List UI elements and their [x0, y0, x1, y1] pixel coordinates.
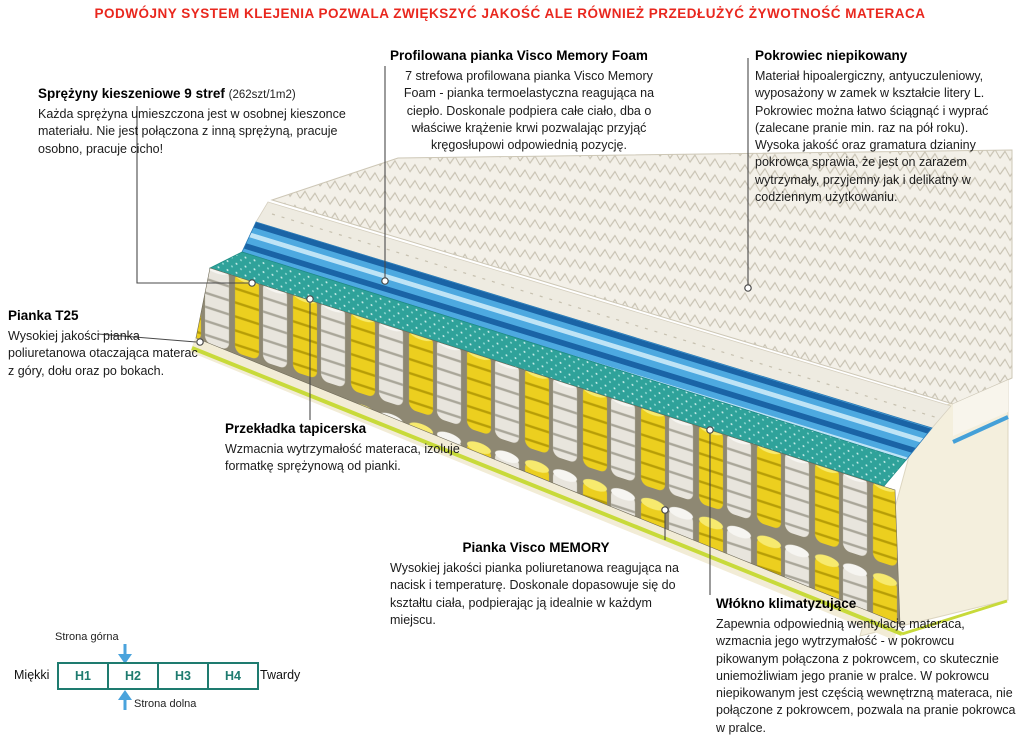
- hardness-level-h4: H4: [207, 662, 259, 690]
- leader-lines: [97, 58, 749, 595]
- hardness-bottom-label: Strona dolna: [134, 698, 197, 710]
- annotation-wlokno-body: Zapewnia odpowiednią wentylację materaca…: [716, 617, 1016, 735]
- annotation-springs-title: Sprężyny kieszeniowe 9 stref (262szt/1m2…: [38, 86, 350, 101]
- layer-base-foam: [190, 336, 900, 640]
- dot-pokrowiec: [744, 284, 752, 292]
- annotation-wlokno-title: Włókno klimatyzujące: [716, 596, 857, 611]
- annotation-profilowana-title: Profilowana pianka Visco Memory Foam: [390, 48, 648, 63]
- annotation-pokrowiec: Pokrowiec niepikowany Materiał hipoalerg…: [755, 48, 1011, 206]
- annotation-profilowana-body: 7 strefowa profilowana pianka Visco Memo…: [403, 69, 655, 152]
- cover-stitch-line: [271, 213, 939, 419]
- dot-visco: [661, 506, 669, 514]
- dot-t25: [196, 338, 204, 346]
- annotation-przekladka: Przekładka tapicerska Wzmacnia wytrzymał…: [225, 421, 473, 476]
- layer-mesh: [208, 251, 907, 487]
- leader-springs: [136, 106, 248, 284]
- hardness-level-h3: H3: [157, 662, 209, 690]
- hardness-level-h2: H2: [107, 662, 159, 690]
- dot-wlokno: [706, 426, 714, 434]
- page-title: PODWÓJNY SYSTEM KLEJENIA POZWALA ZWIĘKSZ…: [94, 6, 926, 21]
- layer-springs: [195, 267, 901, 625]
- leader-t25: [97, 333, 197, 343]
- hard-label: Twardy: [260, 668, 301, 682]
- end-face-top-band: [953, 380, 1008, 436]
- annotation-pokrowiec-title: Pokrowiec niepikowany: [755, 48, 908, 63]
- hardness-level-h1: H1: [57, 662, 109, 690]
- leader-dots: [196, 277, 752, 514]
- annotation-visco-body: Wysokiej jakości pianka poliuretanowa re…: [390, 561, 679, 627]
- arrow-down-icon: [118, 644, 132, 664]
- hardness-top-label: Strona górna: [55, 631, 119, 643]
- annotation-profilowana: Profilowana pianka Visco Memory Foam 7 s…: [390, 48, 668, 154]
- annotation-przekladka-body: Wzmacnia wytrzymałość materaca, izoluje …: [225, 442, 460, 474]
- springs-title-text: Sprężyny kieszeniowe 9 stref: [38, 86, 225, 101]
- arrow-up-icon: [118, 690, 132, 710]
- end-green-edge: [901, 599, 1008, 636]
- end-face-blue-line: [952, 415, 1009, 444]
- annotation-t25-title: Pianka T25: [8, 308, 79, 323]
- hardness-scale: Strona górna Miękki H1 H2 H3 H4 Twardy S…: [8, 628, 320, 740]
- annotation-pokrowiec-body: Materiał hipoalergiczny, antyuczuleniowy…: [755, 69, 989, 204]
- dot-przekladka: [306, 295, 314, 303]
- dot-springs: [248, 279, 256, 287]
- soft-label: Miękki: [14, 668, 50, 682]
- layer-cover-top: [270, 149, 1013, 405]
- annotation-wlokno: Włókno klimatyzujące Zapewnia odpowiedni…: [716, 596, 1016, 737]
- springs-subtitle-text: (262szt/1m2): [228, 89, 296, 101]
- dot-profilowana: [381, 277, 389, 285]
- annotation-visco-memory: Pianka Visco MEMORY Wysokiej jakości pia…: [390, 540, 682, 629]
- annotation-springs: Sprężyny kieszeniowe 9 stref (262szt/1m2…: [38, 86, 350, 158]
- annotation-springs-body: Każda sprężyna umieszczona jest w osobne…: [38, 107, 346, 156]
- annotation-przekladka-title: Przekładka tapicerska: [225, 421, 367, 436]
- mattress-layers: [190, 149, 1013, 640]
- annotation-t25-body: Wysokiej jakości pianka poliuretanowa ot…: [8, 329, 198, 378]
- hardness-levels: H1 H2 H3 H4: [57, 662, 259, 690]
- annotation-visco-title: Pianka Visco MEMORY: [462, 540, 610, 555]
- annotation-pianka-t25: Pianka T25 Wysokiej jakości pianka poliu…: [8, 308, 203, 380]
